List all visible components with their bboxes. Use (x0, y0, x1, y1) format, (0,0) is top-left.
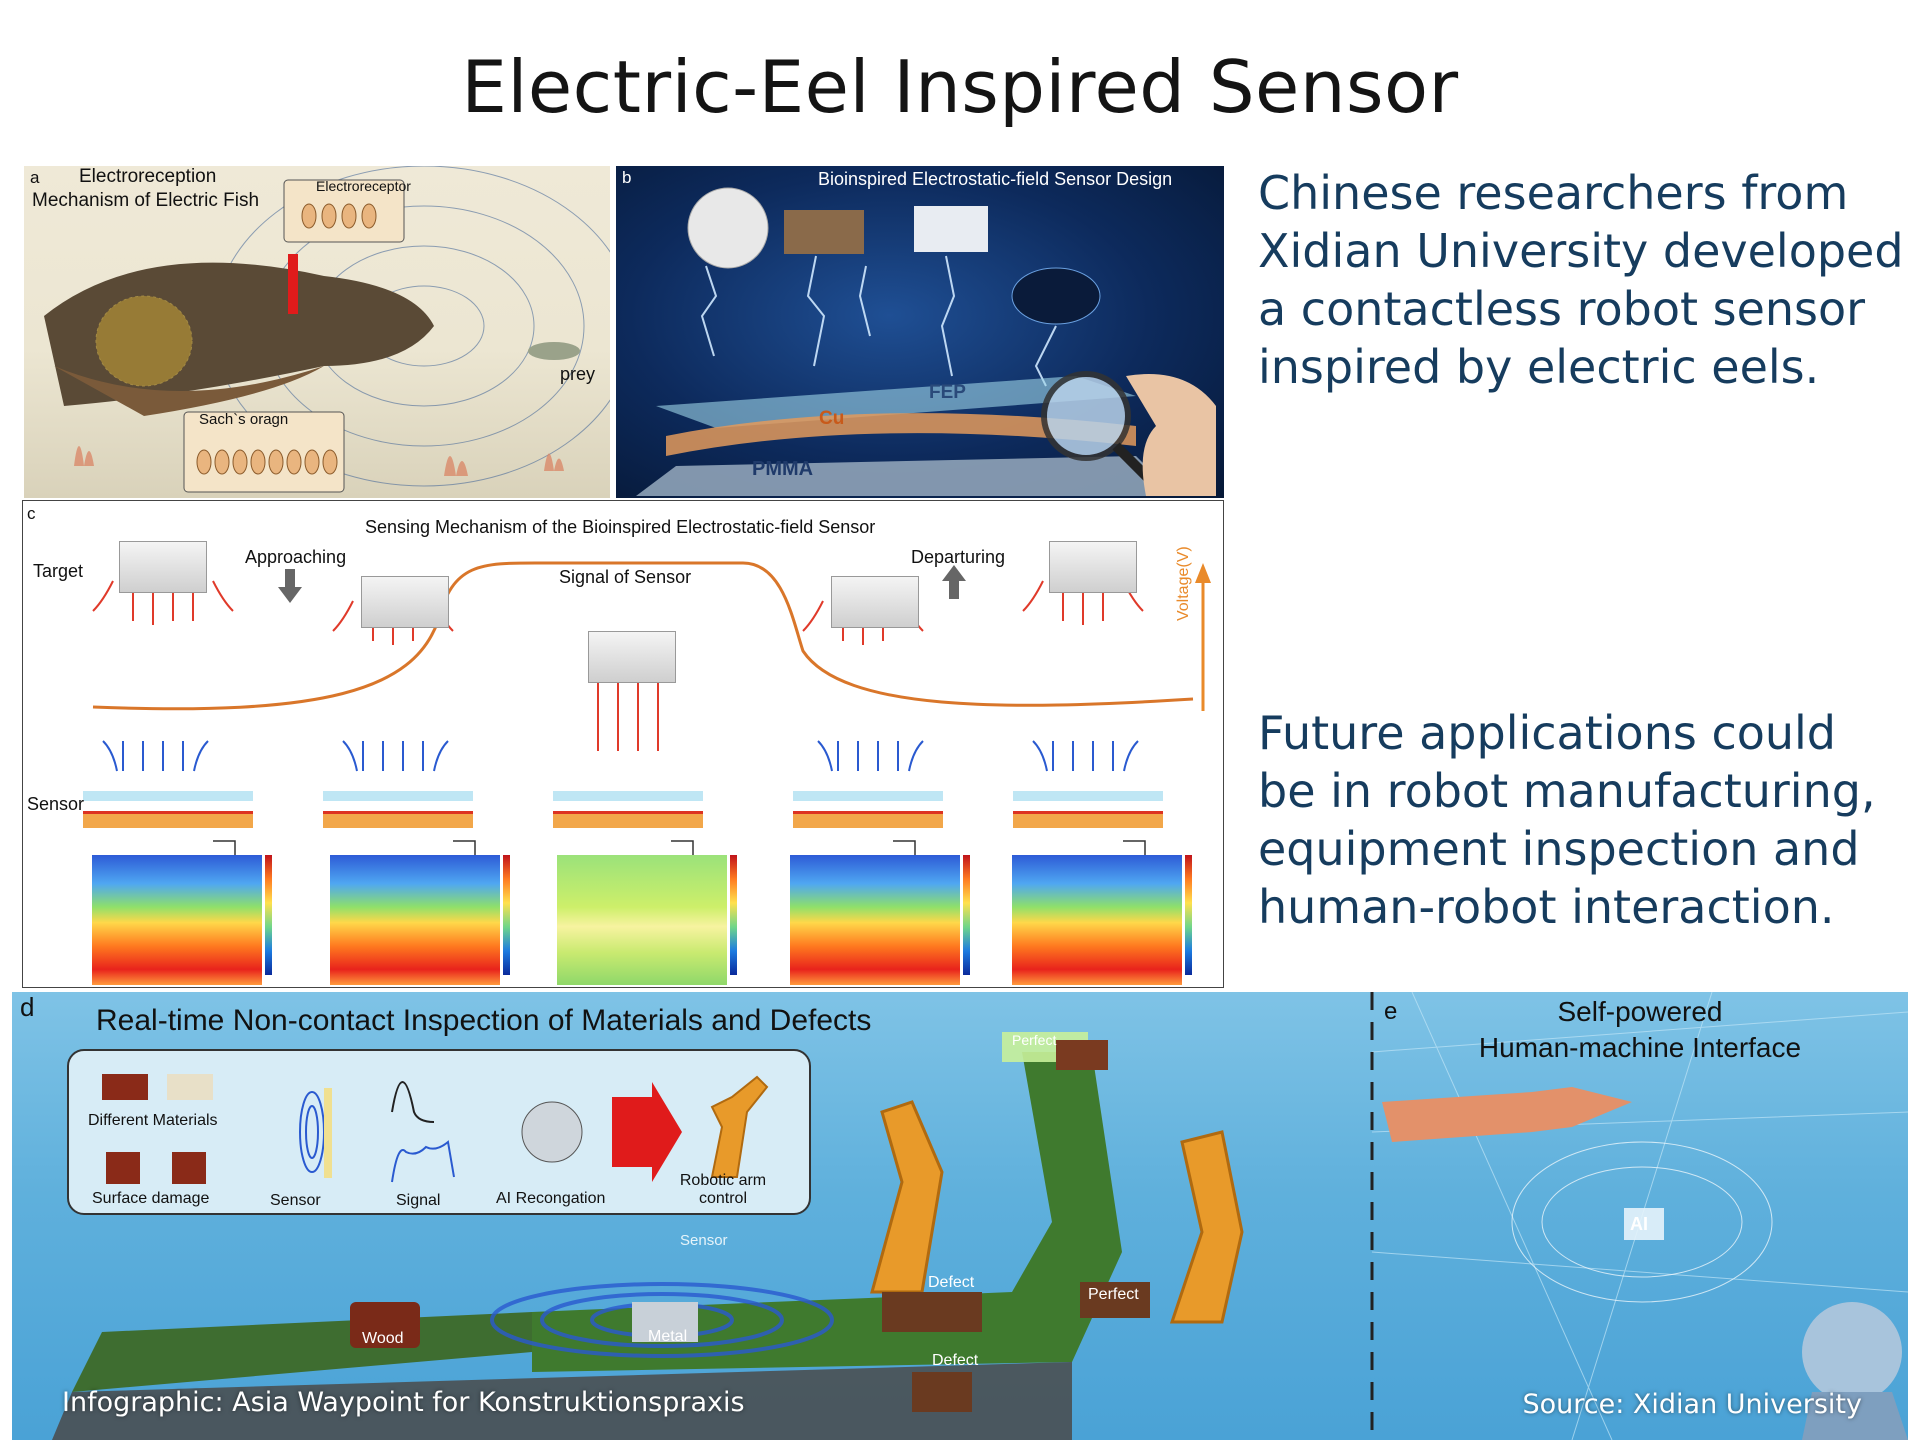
description-paragraph-2: Future applications could be in robot ma… (1258, 706, 1876, 934)
panel-a-electroreception: a Electroreception Mechanism of Electric… (24, 166, 610, 498)
field-heatmap-1 (92, 855, 262, 985)
prey-label: prey (560, 364, 596, 384)
source-credit: Source: Xidian University (1522, 1389, 1863, 1420)
conveyor-illustration (52, 992, 1908, 1440)
target-box-5 (1049, 541, 1137, 593)
wood-tag: Wood (362, 1330, 404, 1347)
panel-de-applications: d Real-time Non-contact Inspection of Ma… (12, 992, 1908, 1440)
panel-a-heading-line1: Electroreception (79, 166, 217, 187)
colorbar-1 (265, 855, 272, 975)
fep-label: FEP (929, 382, 966, 403)
panel-a-heading-line2: Mechanism of Electric Fish (32, 190, 260, 211)
defect-tag-2: Defect (932, 1352, 979, 1369)
sensor-plate-5 (1013, 811, 1163, 828)
panel-b-heading: Bioinspired Electrostatic-field Sensor D… (818, 169, 1173, 189)
field-heatmap-3 (557, 855, 727, 985)
sensor-conveyor-tag: Sensor (680, 1232, 728, 1249)
pmma-label: PMMA (752, 458, 814, 480)
sensor-step-label: Sensor (270, 1192, 321, 1209)
sensor-film-1 (83, 791, 253, 801)
voltage-axis-label: Voltage(V) (1175, 546, 1192, 621)
sensor-plate-2 (323, 811, 473, 828)
target-box-3 (588, 631, 676, 683)
electric-fish-illustration (44, 166, 610, 493)
signal-step-label: Signal (396, 1192, 441, 1209)
ai-recognition-label: AI Recongation (496, 1190, 606, 1207)
sensor-film-5 (1013, 791, 1163, 801)
page-title: Electric-Eel Inspired Sensor (461, 45, 1459, 129)
ai-badge: AI (1630, 1214, 1648, 1234)
sensor-plate-4 (793, 811, 943, 828)
panel-d-letter: d (20, 992, 35, 1022)
approaching-label: Approaching (245, 547, 347, 567)
target-box-1 (119, 541, 207, 593)
colorbar-2 (503, 855, 510, 975)
colorbar-4 (963, 855, 970, 975)
sensor-film-4 (793, 791, 943, 801)
sensor-label: Sensor (27, 794, 85, 814)
cu-label: Cu (819, 408, 845, 429)
electroreceptor-label: Electroreceptor (316, 178, 411, 194)
target-label: Target (33, 561, 84, 581)
defect-tag-1: Defect (928, 1274, 975, 1291)
sensor-plate-3 (553, 811, 703, 828)
colorbar-3 (730, 855, 737, 975)
perfect-top-tag: Perfect (1012, 1032, 1057, 1048)
description-paragraph-1: Chinese researchers from Xidian Universi… (1258, 166, 1904, 394)
sensor-design-illustration (636, 187, 1216, 496)
signal-of-sensor-label: Signal of Sensor (559, 567, 692, 587)
field-heatmap-2 (330, 855, 500, 985)
metal-tag: Metal (648, 1328, 688, 1345)
departuring-label: Departuring (911, 547, 1006, 567)
infographic-credit: Infographic: Asia Waypoint for Konstrukt… (62, 1387, 745, 1418)
robotic-arm-control-label: Robotic arm control (679, 1172, 767, 1207)
field-heatmap-5 (1012, 855, 1182, 985)
panel-e-letter: e (1384, 998, 1398, 1025)
panel-e-heading-line2: Human-machine Interface (1478, 1032, 1802, 1063)
sensor-film-3 (553, 791, 703, 801)
panel-c-heading: Sensing Mechanism of the Bioinspired Ele… (365, 517, 876, 537)
panel-c-letter: c (27, 504, 36, 523)
sensor-film-2 (323, 791, 473, 801)
panel-b-letter: b (622, 168, 632, 187)
sensor-plate-1 (83, 811, 253, 828)
panel-e-heading-line1: Self-powered (1557, 996, 1723, 1027)
surface-damage-label: Surface damage (92, 1190, 210, 1207)
colorbar-5 (1185, 855, 1192, 975)
panel-b-sensor-design: b Bioinspired Electrostatic-field Sensor… (616, 166, 1224, 498)
different-materials-label: Different Materials (88, 1112, 218, 1129)
panel-a-letter: a (30, 168, 40, 187)
sachs-organ-label: Sach`s oragn (199, 411, 289, 428)
target-box-4 (831, 576, 919, 628)
perfect-tag-2: Perfect (1088, 1286, 1139, 1303)
panel-d-heading: Real-time Non-contact Inspection of Mate… (96, 1004, 872, 1037)
field-heatmap-4 (790, 855, 960, 985)
target-box-2 (361, 576, 449, 628)
